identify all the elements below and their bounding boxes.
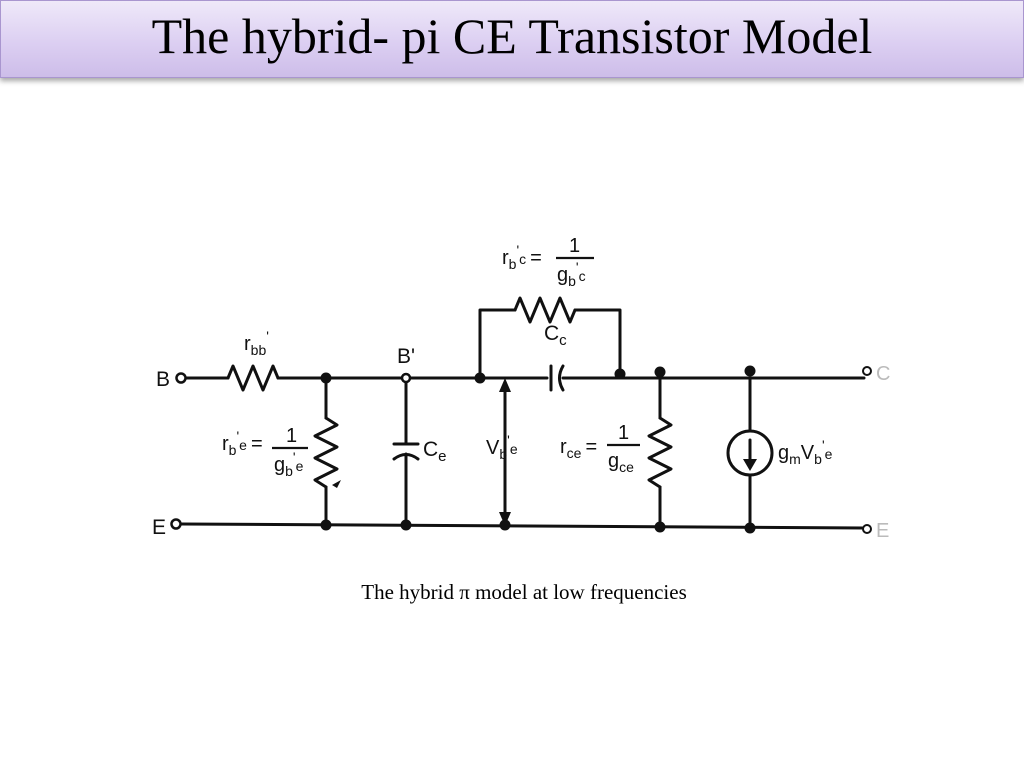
terminal-e-out xyxy=(862,524,872,534)
junction-dot xyxy=(320,519,332,531)
label-rce-denominator: gce xyxy=(608,450,634,475)
label-gm-vbe: gmVb'e xyxy=(778,437,833,467)
label-rbb: rbb' xyxy=(244,328,269,358)
label-bprime: B' xyxy=(397,345,415,368)
junction-dot xyxy=(320,372,332,384)
junction-dot xyxy=(499,519,511,531)
label-rbc-denominator: gb'c xyxy=(557,259,586,289)
label-vbe: Vb'e xyxy=(486,432,518,462)
junction-dot xyxy=(654,521,666,533)
resistor-rbb xyxy=(226,364,280,392)
label-rce: rce= xyxy=(560,436,597,461)
slide-title: The hybrid- pi CE Transistor Model xyxy=(151,8,873,64)
terminal-b xyxy=(175,372,187,384)
terminal-c xyxy=(862,366,872,376)
vbe-arrowhead-down xyxy=(499,512,511,526)
junction-dot xyxy=(744,522,756,534)
junction-dot xyxy=(614,368,626,380)
label-ce: Ce xyxy=(423,438,447,465)
label-rbe-numerator: 1 xyxy=(286,425,297,447)
label-e-out: E xyxy=(876,520,889,542)
resistor-rbe xyxy=(313,416,339,489)
label-rbe-denominator: gb'e xyxy=(274,449,304,479)
label-rce-numerator: 1 xyxy=(618,422,629,444)
label-e: E xyxy=(152,516,166,539)
terminal-e xyxy=(170,518,182,530)
label-c: C xyxy=(876,363,890,385)
junction-dot xyxy=(400,519,412,531)
vbe-arrowhead-up xyxy=(499,378,511,392)
label-rbc: rb'c= xyxy=(502,242,542,272)
resistor-rce xyxy=(647,416,673,489)
title-bar: The hybrid- pi CE Transistor Model xyxy=(0,0,1024,78)
resistor-rbc xyxy=(513,296,577,324)
junction-dot xyxy=(744,365,756,377)
current-source-arrowhead xyxy=(743,459,757,471)
wire-rbc-right xyxy=(573,308,622,380)
label-b: B xyxy=(156,368,170,391)
capacitor-cc-plate-2 xyxy=(558,364,565,392)
wire-emitter-rail xyxy=(179,522,866,530)
label-rbc-numerator: 1 xyxy=(569,235,580,257)
wire-rbc-left xyxy=(478,308,517,380)
terminal-bprime xyxy=(400,372,412,384)
junction-dot xyxy=(654,366,666,378)
figure-caption: The hybrid π model at low frequencies xyxy=(361,580,687,604)
label-rbe: rb'e= xyxy=(222,428,263,458)
label-cc: Cc xyxy=(544,322,567,349)
junction-dot xyxy=(474,372,486,384)
resistor-rbe-tail-mark xyxy=(332,480,341,488)
